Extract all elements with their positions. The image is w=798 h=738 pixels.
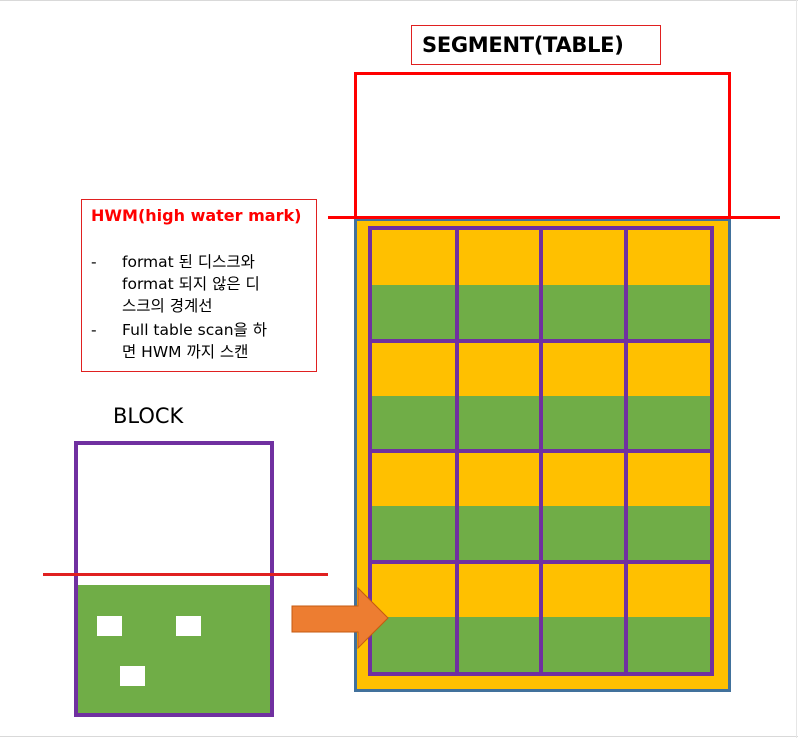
grid-cell-used-part (372, 451, 457, 507)
bullet-1-line-2: format 되지 않은 디 (122, 275, 260, 293)
grid-cell-used-part (456, 451, 541, 507)
block-hwm-line (43, 573, 328, 576)
grid-cell-used-part (625, 230, 710, 286)
free-space-1 (97, 616, 122, 636)
grid-cell-data-part (541, 285, 626, 341)
grid-cell-data-part (625, 285, 710, 341)
grid-cell-data-part (541, 395, 626, 451)
free-space-3 (120, 666, 145, 686)
block-data-fill (78, 585, 270, 713)
grid-cell-used-part (625, 340, 710, 396)
grid-cell-data-part (625, 616, 710, 672)
bullet-marker-2: - (91, 321, 97, 339)
right-border (796, 0, 797, 738)
bottom-border (0, 736, 798, 737)
grid-cell-used-part (372, 561, 457, 617)
segment-title-box: SEGMENT(TABLE) (411, 25, 661, 65)
grid-cell-used-part (541, 340, 626, 396)
grid-cell-used-part (541, 561, 626, 617)
grid-row-divider (372, 449, 710, 453)
top-border (0, 0, 798, 1)
bullet-2-line-1: Full table scan을 하 (122, 321, 267, 339)
grid-cell-data-part (372, 285, 457, 341)
grid-cell-data-part (456, 395, 541, 451)
free-space-2 (176, 616, 201, 636)
grid-cell-data-part (456, 285, 541, 341)
grid-cell-data-part (456, 506, 541, 562)
bullet-1-line-1: format 된 디스크와 (122, 253, 255, 271)
grid-cell-data-part (372, 506, 457, 562)
bullet-marker-1: - (91, 253, 97, 271)
grid-cell-data-part (372, 395, 457, 451)
bullet-2-line-2: 면 HWM 까지 스캔 (122, 343, 249, 361)
arrow-right-icon (291, 586, 389, 650)
grid-cell-used-part (456, 561, 541, 617)
block-label: BLOCK (113, 404, 184, 428)
bullet-1-line-3: 스크의 경계선 (122, 297, 213, 315)
hwm-title: HWM(high water mark) (91, 206, 302, 225)
grid-row-divider (372, 559, 710, 564)
grid-cell-data-part (372, 616, 457, 672)
grid-cell-used-part (456, 230, 541, 286)
grid-cell-data-part (541, 506, 626, 562)
grid-cell-data-part (541, 616, 626, 672)
grid-cell-data-part (625, 395, 710, 451)
grid-cell-used-part (456, 340, 541, 396)
grid-cell-used-part (625, 561, 710, 617)
grid-cell-used-part (372, 230, 457, 286)
grid-cell-used-part (372, 340, 457, 396)
block-grid (368, 226, 714, 676)
hwm-note-box: HWM(high water mark) - format 된 디스크와 for… (81, 199, 317, 372)
grid-cell-used-part (625, 451, 710, 507)
grid-cell-data-part (625, 506, 710, 562)
segment-title: SEGMENT(TABLE) (422, 33, 624, 57)
grid-cell-used-part (541, 451, 626, 507)
grid-cell-data-part (456, 616, 541, 672)
grid-cell-used-part (541, 230, 626, 286)
segment-unformatted-area (354, 72, 731, 220)
grid-row-divider (372, 338, 710, 343)
hwm-line (328, 216, 780, 219)
